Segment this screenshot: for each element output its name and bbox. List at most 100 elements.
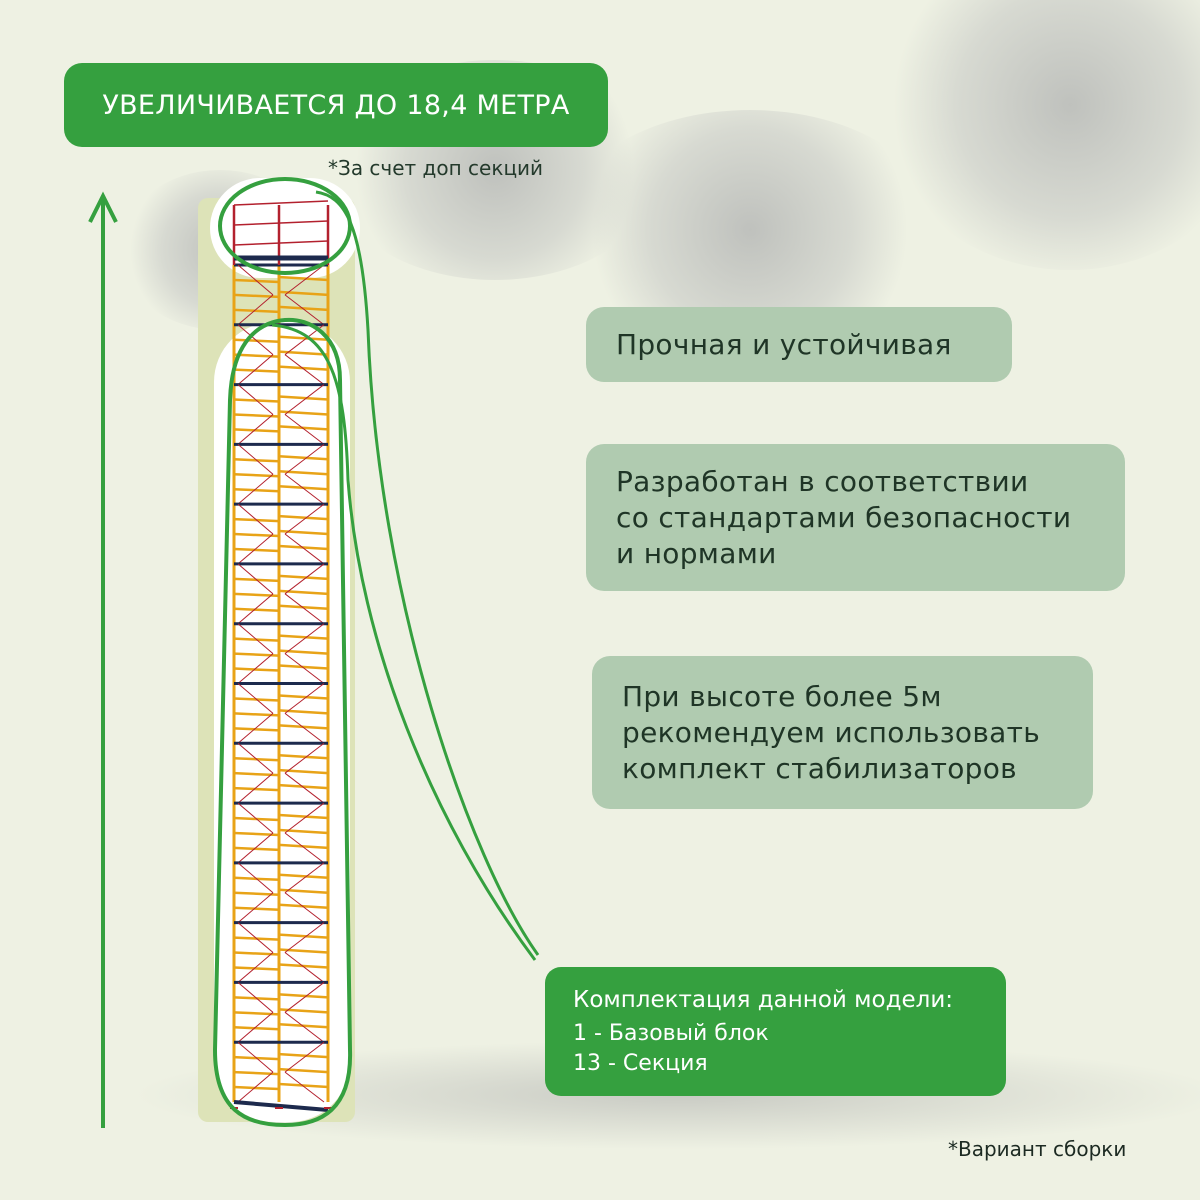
feature-line: рекомендуем использовать xyxy=(622,715,1040,749)
scaffold-rung xyxy=(278,828,329,835)
scaffold-rung xyxy=(278,963,329,969)
scaffold-brace xyxy=(237,683,274,714)
scaffold-rung xyxy=(278,1023,329,1029)
scaffold-brace xyxy=(284,1041,325,1073)
kit-item: 1 - Базовый блок xyxy=(573,1021,769,1046)
scaffold-brace xyxy=(237,414,274,445)
scaffold-brace xyxy=(237,862,274,894)
scaffold-rung xyxy=(278,664,329,670)
scaffold-brace xyxy=(284,712,325,744)
feature-line: При высоте более 5м xyxy=(622,679,942,713)
scaffold-brace xyxy=(237,264,274,296)
scaffold-brace xyxy=(237,503,274,535)
feature-text: Прочная и устойчивая xyxy=(616,327,952,361)
scaffold-rung xyxy=(278,753,329,760)
scaffold-rung xyxy=(278,544,329,551)
feature-safety-standards: Разработан в соответствии со стандартами… xyxy=(586,444,1125,591)
scaffold-rung xyxy=(278,873,329,880)
scaffold-rung xyxy=(278,305,329,312)
scaffold-rung xyxy=(233,547,280,553)
callout-sections-ring xyxy=(212,317,353,1128)
scaffold-rung xyxy=(278,709,329,715)
scaffold-brace xyxy=(237,802,274,834)
scaffold-rung xyxy=(278,514,329,521)
scaffold-rung xyxy=(233,966,280,971)
scaffold-brace xyxy=(237,713,274,744)
scaffold-brace xyxy=(284,414,325,445)
callout-top-line xyxy=(315,190,540,956)
scaffold-rung xyxy=(233,1085,280,1091)
scaffold-brace xyxy=(237,473,274,505)
scaffold-rung xyxy=(278,783,329,790)
scaffold-rung xyxy=(233,487,280,493)
extra-sections-note: *За счет доп секций xyxy=(328,156,544,180)
guardrail-rail xyxy=(233,240,329,246)
feature-line: и нормами xyxy=(616,536,777,570)
feature-stabilizers: При высоте более 5м рекомендуем использо… xyxy=(592,656,1093,809)
guardrail-rail xyxy=(233,220,329,226)
feature-line: со стандартами безопасности xyxy=(616,500,1072,534)
scaffold-rung xyxy=(278,365,329,371)
scaffold-rung xyxy=(278,604,329,611)
scaffold-rung xyxy=(278,455,329,461)
scaffold-brace xyxy=(284,563,325,595)
scaffold-brace xyxy=(284,892,325,924)
scaffold-brace xyxy=(237,892,274,924)
scaffold-brace xyxy=(284,443,325,475)
scaffold-brace xyxy=(284,623,325,655)
scaffold-brace xyxy=(237,593,274,625)
scaffold-rung xyxy=(233,607,280,613)
scaffold-brace xyxy=(284,922,325,953)
scaffold-rung xyxy=(278,813,329,820)
height-arrow-head-icon xyxy=(88,191,118,223)
scaffold-brace xyxy=(284,862,325,894)
callout-top-ring xyxy=(218,177,352,275)
scaffold-brace xyxy=(284,384,325,415)
scaffold-brace xyxy=(284,473,325,505)
scaffold-rung xyxy=(233,308,280,314)
scaffold-rung xyxy=(278,335,329,341)
scaffold-brace xyxy=(237,982,274,1013)
scaffold-rung xyxy=(233,786,280,792)
scaffold-brace xyxy=(237,772,274,804)
scaffold-brace xyxy=(284,683,325,714)
scaffold-brace xyxy=(284,802,325,834)
kit-contents-box: Комплектация данной модели: 1 - Базовый … xyxy=(545,967,1006,1096)
feature-strength: Прочная и устойчивая xyxy=(586,307,1012,382)
scaffold-brace xyxy=(237,922,274,953)
scaffold-rung xyxy=(278,634,329,640)
kit-item: 13 - Секция xyxy=(573,1051,708,1076)
scaffold-rung xyxy=(278,888,329,894)
scaffold-rung xyxy=(278,768,329,775)
scaffold-rung xyxy=(278,425,329,431)
scaffold-rung xyxy=(233,906,280,911)
scaffold-rung xyxy=(233,727,280,732)
scaffold-rung xyxy=(278,470,329,476)
scaffold-rung xyxy=(278,1082,329,1089)
scaffold-rung xyxy=(278,395,329,401)
scaffold-brace xyxy=(237,533,274,565)
scaffold-rung xyxy=(233,846,280,852)
scaffold-brace xyxy=(237,653,274,684)
scaffold-rung xyxy=(233,667,280,672)
assembly-variant-note: *Вариант сборки xyxy=(948,1137,1127,1161)
scaffold-rung xyxy=(278,724,329,730)
scaffold-rung xyxy=(278,694,329,700)
scaffold-brace xyxy=(284,593,325,625)
scaffold-rung xyxy=(278,843,329,850)
scaffold-brace xyxy=(284,264,325,296)
scaffold-brace xyxy=(284,1011,325,1043)
scaffold-rung xyxy=(278,993,329,999)
scaffold-brace xyxy=(237,384,274,415)
scaffold-brace xyxy=(284,742,325,774)
scaffold-brace xyxy=(237,832,274,864)
scaffold-brace xyxy=(284,503,325,535)
feature-line: комплект стабилизаторов xyxy=(622,751,1017,785)
scaffold-rung xyxy=(278,529,329,536)
scaffold-rung xyxy=(233,1026,280,1031)
scaffold-brace xyxy=(237,1041,274,1073)
scaffold-rung xyxy=(278,410,329,416)
callout-sections-line xyxy=(271,323,537,961)
scaffold-rung xyxy=(278,484,329,491)
